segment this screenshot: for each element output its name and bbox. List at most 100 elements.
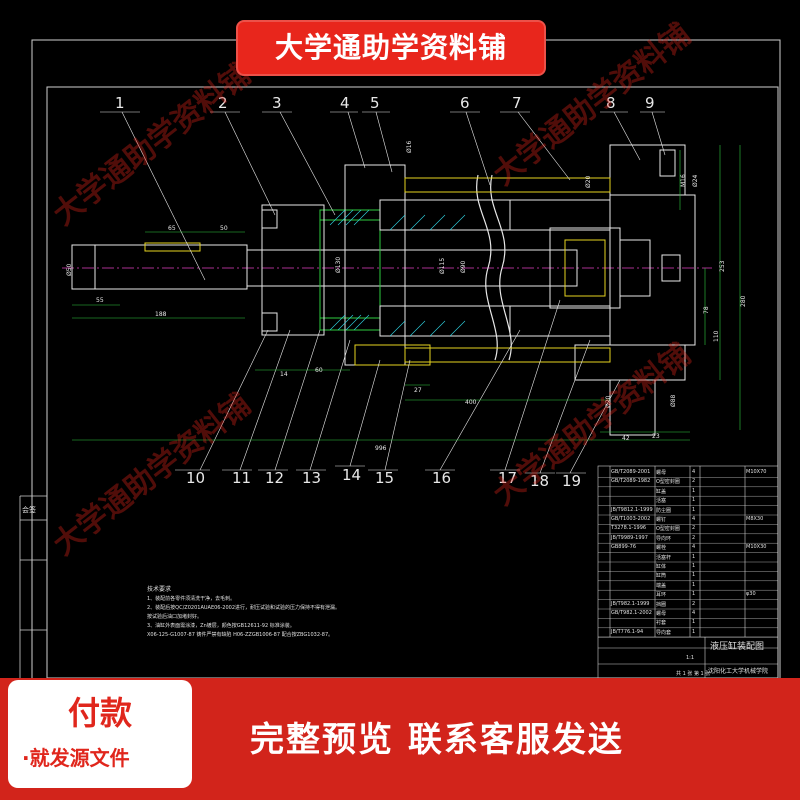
bom-name: 挡圈 <box>656 601 667 608</box>
bom-note: M10X30 <box>746 544 767 551</box>
bom-qty: 2 <box>692 600 696 607</box>
dim-d50: Ø50 <box>66 263 73 276</box>
bom-name: 螺母 <box>656 470 667 476</box>
bom-name: 螺栓 <box>656 545 667 552</box>
bom-name: 活塞 <box>656 498 667 505</box>
leader-lines <box>100 111 666 474</box>
preview-text: 完整预览 联系客服发送 <box>250 720 624 760</box>
bom-name: 缸筒 <box>656 573 667 580</box>
bom-name: 耳环 <box>656 592 667 599</box>
bolts <box>261 149 681 332</box>
dim-27: 27 <box>414 387 422 394</box>
notes-line-4: 3、油缸外表面需涂漆，Zn镀层，颜色按GB12611-92 标准涂装。 <box>147 623 295 629</box>
part-label-10: 10 <box>186 469 205 487</box>
dim-996: 996 <box>375 445 387 452</box>
notes-line-5: X06-125-G1007-87 铸件严禁有缺陷 H06-ZZGB1006-87… <box>147 632 334 638</box>
bom-name: 衬套 <box>656 620 667 627</box>
end-cap <box>574 144 696 436</box>
bom-qty: 1 <box>692 487 696 494</box>
bom-note: M10X70 <box>746 469 767 475</box>
bom-qty: 1 <box>692 619 696 626</box>
bom-qty: 1 <box>692 628 696 635</box>
pay-subtitle: ·就发源文件 <box>22 746 130 770</box>
dim-d20-bottom: Ø20 <box>605 395 612 408</box>
bom-code: JB/T776.1-94 <box>611 628 644 635</box>
part-label-3: 3 <box>272 94 282 112</box>
pay-button[interactable]: 付款 ·就发源文件 <box>8 680 192 788</box>
bom-qty: 1 <box>692 563 696 569</box>
dim-14: 14 <box>280 371 288 378</box>
dimension-lines <box>72 145 741 441</box>
bom-qty: 1 <box>692 497 696 504</box>
part-label-19: 19 <box>562 472 581 490</box>
drawing-company: 沈阳化工大学机械学院 <box>708 668 769 675</box>
dim-d24: Ø24 <box>692 174 699 187</box>
bom-code: GB/T982.1-2002 <box>611 610 652 616</box>
bom-code: T3278.1-1996 <box>611 525 647 532</box>
bom-qty: 1 <box>692 581 696 588</box>
part-label-15: 15 <box>375 469 394 487</box>
part-label-11: 11 <box>232 469 251 487</box>
notes-line-3: 按试验后油口加堵封好。 <box>147 614 203 620</box>
part-label-4: 4 <box>340 94 350 112</box>
sheet-border <box>31 39 781 681</box>
bom-name: 活塞杆 <box>656 554 672 561</box>
part-label-7: 7 <box>512 94 522 112</box>
bom-name: 螺母 <box>656 611 667 617</box>
notes-line-1: 1、装配前各零件须清洗干净，去毛刺。 <box>147 596 236 602</box>
bom-name: 端盖 <box>656 582 667 589</box>
dim-280: 280 <box>740 295 747 307</box>
bom-qty: 2 <box>692 525 696 532</box>
bom-qty: 2 <box>692 478 696 485</box>
bom-code: GB899-76 <box>611 544 637 551</box>
part-label-8: 8 <box>606 94 616 112</box>
bom-name: 缸盖 <box>656 488 667 495</box>
drawing-scale: 1:1 <box>686 655 695 661</box>
bom-name: O型密封圈 <box>656 479 680 486</box>
part-label-5: 5 <box>370 94 380 112</box>
drawing-sheet: 共 1 张 第 1 张 <box>676 671 711 677</box>
bom-name: 螺钉 <box>656 517 667 523</box>
break-line <box>476 174 498 361</box>
bom-name: 缸体 <box>656 564 667 570</box>
dim-188: 188 <box>155 311 167 318</box>
tie-rods <box>354 177 611 366</box>
dim-78: 78 <box>703 306 710 314</box>
cylinder-body <box>319 209 381 331</box>
bom-qty: 2 <box>692 534 696 541</box>
bom-code: JB/T982.1-1999 <box>611 600 650 607</box>
dim-d16: Ø16 <box>406 140 413 153</box>
side-label: 会签 <box>22 505 36 514</box>
part-label-1: 1 <box>115 94 125 112</box>
dim-42: 42 <box>622 435 630 442</box>
dim-d88: Ø88 <box>670 394 677 407</box>
drawing-title: 液压缸装配图 <box>710 642 765 652</box>
bom-name: O型密封圈 <box>656 526 680 533</box>
notes-heading: 技术要求 <box>147 586 172 593</box>
bom-qty: 1 <box>692 506 696 513</box>
bom-qty: 1 <box>692 572 696 579</box>
dim-253: 253 <box>719 260 726 272</box>
dim-65: 65 <box>168 225 176 232</box>
part-label-18: 18 <box>530 472 549 490</box>
dim-d130: Ø130 <box>335 257 342 273</box>
bom-qty: 4 <box>692 610 696 616</box>
dim-60: 60 <box>315 367 323 374</box>
part-labels: 1 2 3 4 5 6 7 8 9 10 11 12 13 14 15 16 1… <box>115 94 655 490</box>
part-label-13: 13 <box>302 469 321 487</box>
part-label-14: 14 <box>342 466 361 484</box>
dim-m16: M16 <box>680 174 687 187</box>
bom-code: GB/T2089-2001 <box>611 469 651 475</box>
piston-rod <box>71 242 578 290</box>
dim-d90: Ø90 <box>460 260 467 273</box>
bom-note: φ30 <box>746 591 756 598</box>
bom-code: GB/T1003-2002 <box>611 516 651 522</box>
bom-qty: 4 <box>692 516 696 522</box>
gland <box>261 164 611 366</box>
dimension-texts: Ø50 55 188 65 50 Ø130 Ø115 Ø90 Ø16 Ø20 Ø… <box>66 140 747 452</box>
dim-55: 55 <box>96 297 104 304</box>
bom-code: JB/T9989-1997 <box>611 534 648 541</box>
bom-qty: 1 <box>692 553 696 560</box>
notes-line-2: 2、装配后按QC/Z0201AUAE06-2002进行，耐压试验和试验的压力保持… <box>147 605 340 611</box>
